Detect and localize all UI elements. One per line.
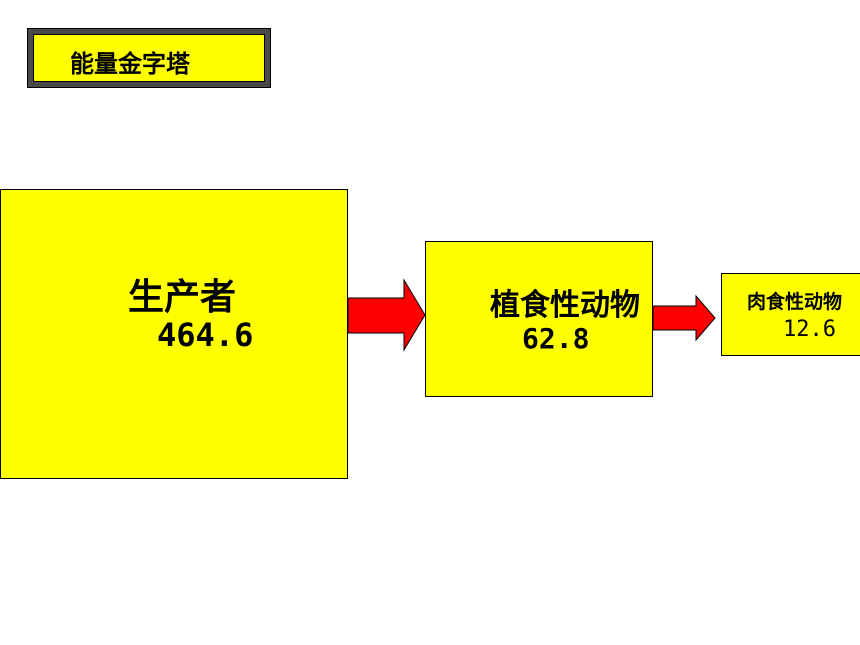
title-box: 能量金字塔 — [27, 28, 271, 88]
herbivore-name: 植食性动物 — [490, 288, 640, 323]
producer-box — [0, 189, 348, 479]
producer-name: 生产者 — [128, 277, 237, 318]
diagram-title: 能量金字塔 — [70, 50, 190, 78]
producer-value: 464.6 — [157, 316, 254, 354]
arrow-herbivore-to-carnivore — [652, 294, 716, 342]
carnivore-box — [721, 273, 860, 356]
carnivore-name: 肉食性动物 — [747, 291, 843, 313]
herbivore-box — [425, 241, 653, 397]
arrow-producer-to-herbivore — [347, 278, 426, 352]
carnivore-value: 12.6 — [783, 317, 836, 342]
herbivore-value: 62.8 — [522, 322, 590, 355]
